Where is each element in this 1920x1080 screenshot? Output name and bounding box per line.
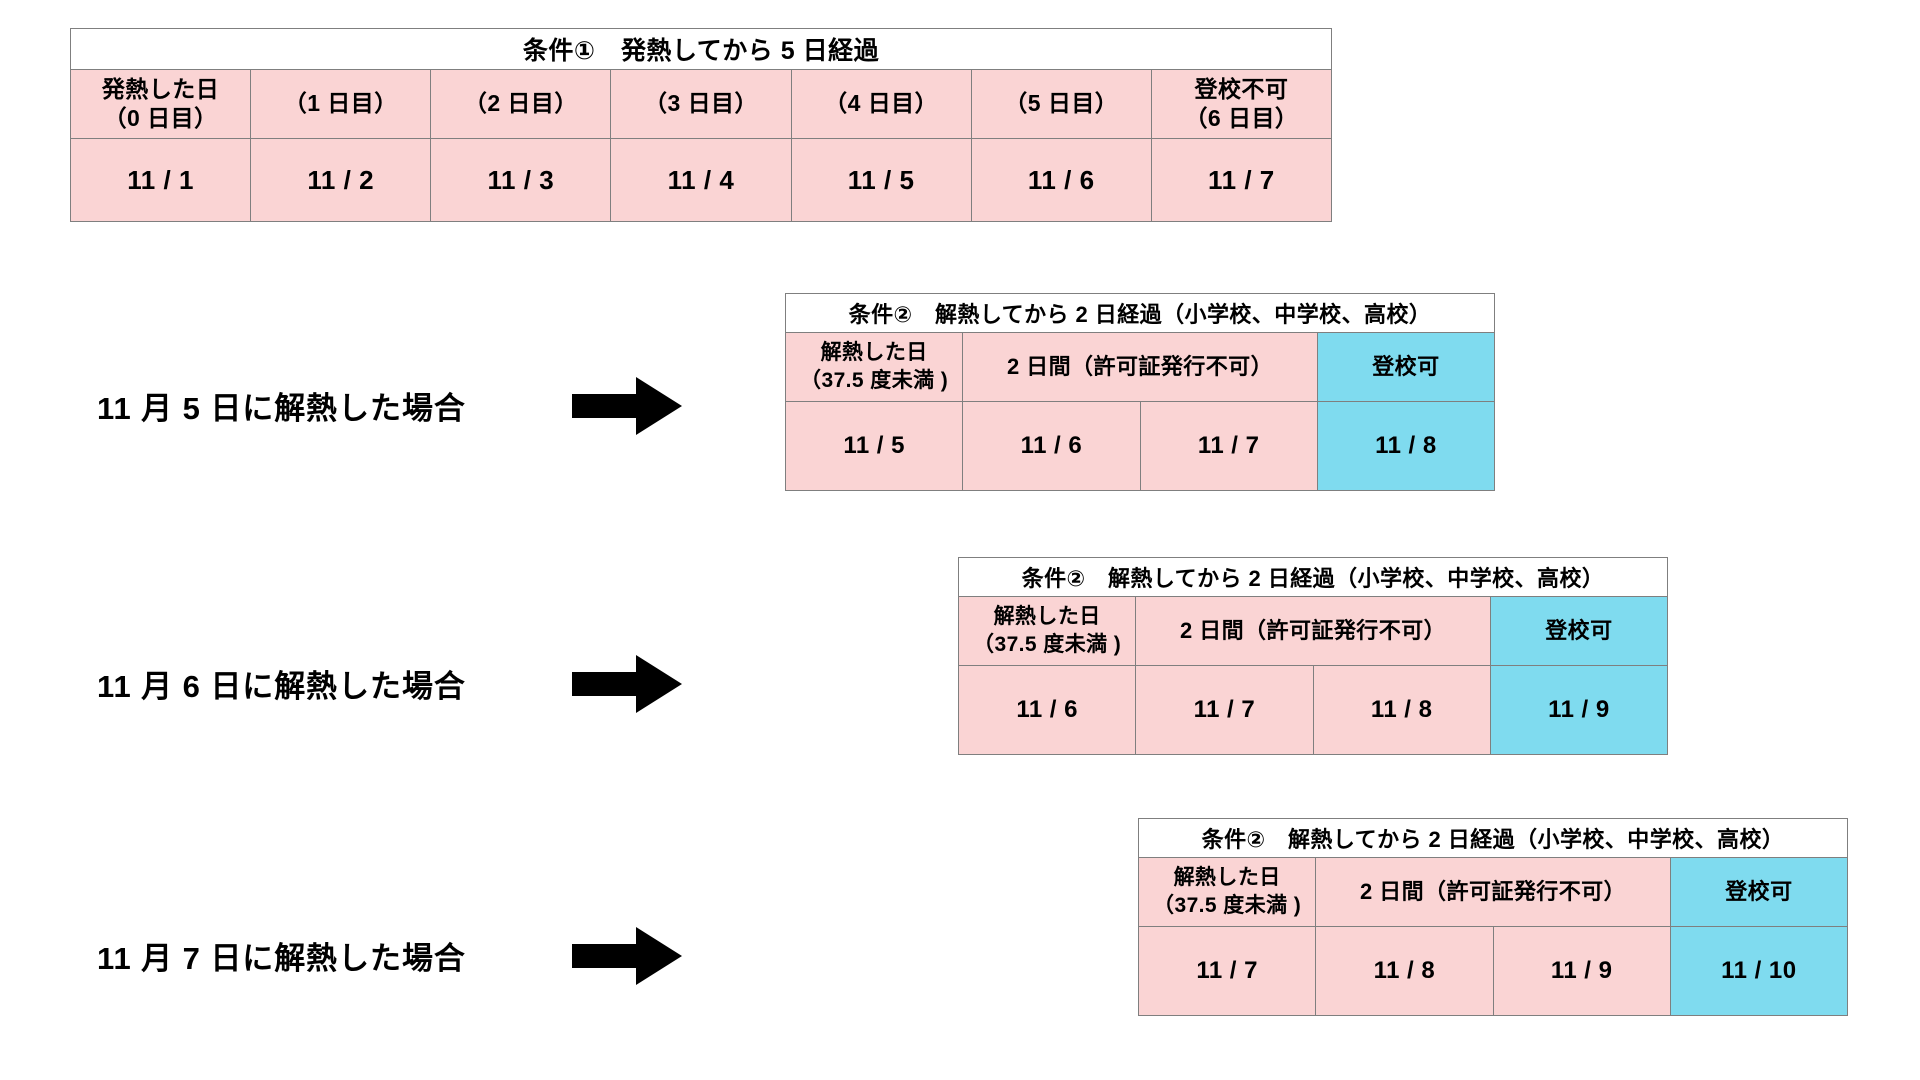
case-nov7-title: 条件② 解熱してから 2 日経過（小学校、中学校、高校） (1138, 818, 1848, 858)
case-nov7-date-cell-1: 11 / 8 (1315, 926, 1494, 1016)
case-nov7-date-row: 11 / 7 11 / 8 11 / 9 11 / 10 (1137, 926, 1849, 1016)
case-nov6-header-fever-free-day: 解熱した日 （37.5 度未満 ) (957, 596, 1137, 666)
case-nov5-title-row: 条件② 解熱してから 2 日経過（小学校、中学校、高校） (785, 293, 1495, 333)
case-nov5-date-cell-0: 11 / 5 (784, 401, 964, 491)
condition1-header-2-line2: （2 日目） (463, 90, 578, 117)
case-table-nov6: 条件② 解熱してから 2 日経過（小学校、中学校、高校） 解熱した日 （37.5… (957, 557, 1669, 755)
condition1-date-cell-0: 11 / 1 (69, 138, 252, 222)
condition1-header-cell-4: （4 日目） (790, 69, 972, 139)
condition1-header-5-line2: （5 日目） (1004, 90, 1119, 117)
case-nov6-title: 条件② 解熱してから 2 日経過（小学校、中学校、高校） (958, 557, 1668, 597)
case-nov7-date-cell-2: 11 / 9 (1492, 926, 1671, 1016)
condition1-title: 条件① 発熱してから 5 日経過 (70, 28, 1332, 70)
case-nov7-header-row: 解熱した日 （37.5 度未満 ) 2 日間（許可証発行不可） 登校可 (1137, 857, 1849, 927)
condition1-header-6-line1: 登校不可 (1194, 75, 1289, 102)
condition1-header-cell-0: 発熱した日 （0 日目） (69, 69, 252, 139)
condition1-header-0-line2: （0 日目） (103, 105, 218, 131)
condition1-header-row: 発熱した日 （0 日目） （1 日目） （2 日目） （3 日目） （4 日目） (69, 69, 1333, 139)
case-nov5-date-cell-2: 11 / 7 (1139, 401, 1318, 491)
condition1-header-3-line2: （3 日目） (644, 90, 758, 117)
case-nov5-date-cell-3: 11 / 8 (1316, 401, 1496, 491)
condition1-date-cell-4: 11 / 5 (790, 138, 972, 222)
condition1-date-cell-5: 11 / 6 (970, 138, 1152, 222)
condition1-date-cell-3: 11 / 4 (610, 138, 792, 222)
condition1-header-cell-5: （5 日目） (970, 69, 1152, 139)
condition1-title-row: 条件① 発熱してから 5 日経過 (70, 28, 1332, 70)
case-nov6-header-line1: 解熱した日 (993, 605, 1101, 629)
condition1-date-cell-2: 11 / 3 (430, 138, 612, 222)
condition1-header-cell-3: （3 日目） (610, 69, 792, 139)
case-nov6-header-allowed: 登校可 (1489, 596, 1669, 666)
condition1-date-cell-1: 11 / 2 (250, 138, 432, 222)
case-nov7-title-row: 条件② 解熱してから 2 日経過（小学校、中学校、高校） (1138, 818, 1848, 858)
case-nov6-date-cell-2: 11 / 8 (1312, 665, 1491, 755)
case-nov7-header-fever-free-day: 解熱した日 （37.5 度未満 ) (1137, 857, 1317, 927)
condition1-header-6-line2: （6 日目） (1184, 105, 1299, 131)
case-nov7-date-cell-0: 11 / 7 (1137, 926, 1317, 1016)
case-nov6-date-cell-1: 11 / 7 (1135, 665, 1314, 755)
case-nov6-title-row: 条件② 解熱してから 2 日経過（小学校、中学校、高校） (958, 557, 1668, 597)
case-nov5-header-two-days: 2 日間（許可証発行不可） (962, 332, 1318, 402)
condition1-date-row: 11 / 1 11 / 2 11 / 3 11 / 4 11 / 5 11 / … (69, 138, 1333, 222)
condition1-header-1-line2: （1 日目） (283, 90, 398, 117)
case-nov6-header-row: 解熱した日 （37.5 度未満 ) 2 日間（許可証発行不可） 登校可 (957, 596, 1669, 666)
case-nov5-date-cell-1: 11 / 6 (962, 401, 1141, 491)
case-nov6-header-two-days: 2 日間（許可証発行不可） (1135, 596, 1491, 666)
case-nov5-header-line2: （37.5 度未満 ) (800, 369, 949, 392)
case-nov5-header-row: 解熱した日 （37.5 度未満 ) 2 日間（許可証発行不可） 登校可 (784, 332, 1496, 402)
case-nov5-date-row: 11 / 5 11 / 6 11 / 7 11 / 8 (784, 401, 1496, 491)
case-label-nov5: 11 月 5 日に解熱した場合 (97, 391, 466, 426)
condition1-date-cell-6: 11 / 7 (1150, 138, 1333, 222)
condition1-header-4-line2: （4 日目） (824, 90, 939, 117)
case-nov5-header-line1: 解熱した日 (820, 341, 928, 365)
case-label-nov7: 11 月 7 日に解熱した場合 (97, 941, 466, 976)
case-table-nov7: 条件② 解熱してから 2 日経過（小学校、中学校、高校） 解熱した日 （37.5… (1137, 818, 1849, 1016)
case-table-nov5: 条件② 解熱してから 2 日経過（小学校、中学校、高校） 解熱した日 （37.5… (784, 293, 1496, 491)
case-nov6-date-cell-3: 11 / 9 (1489, 665, 1669, 755)
case-nov7-header-line2: （37.5 度未満 ) (1153, 894, 1302, 917)
case-nov5-header-fever-free-day: 解熱した日 （37.5 度未満 ) (784, 332, 964, 402)
case-nov6-header-line2: （37.5 度未満 ) (973, 633, 1122, 656)
case-nov5-header-allowed: 登校可 (1316, 332, 1496, 402)
condition1-header-cell-2: （2 日目） (430, 69, 612, 139)
condition1-header-cell-6: 登校不可 （6 日目） (1150, 69, 1333, 139)
case-nov5-title: 条件② 解熱してから 2 日経過（小学校、中学校、高校） (785, 293, 1495, 333)
case-nov6-date-row: 11 / 6 11 / 7 11 / 8 11 / 9 (957, 665, 1669, 755)
case-nov6-date-cell-0: 11 / 6 (957, 665, 1137, 755)
condition1-header-0-line1: 発熱した日 (101, 75, 220, 102)
case-label-nov6: 11 月 6 日に解熱した場合 (97, 669, 466, 704)
case-nov7-header-two-days: 2 日間（許可証発行不可） (1315, 857, 1671, 927)
right-arrow-icon (572, 655, 682, 713)
condition1-table: 条件① 発熱してから 5 日経過 発熱した日 （0 日目） （1 日目） （2 … (69, 28, 1333, 222)
right-arrow-icon (572, 377, 682, 435)
case-nov7-header-line1: 解熱した日 (1173, 866, 1281, 890)
right-arrow-icon (572, 927, 682, 985)
condition1-header-cell-1: （1 日目） (250, 69, 432, 139)
case-nov7-date-cell-3: 11 / 10 (1669, 926, 1849, 1016)
case-nov7-header-allowed: 登校可 (1669, 857, 1849, 927)
